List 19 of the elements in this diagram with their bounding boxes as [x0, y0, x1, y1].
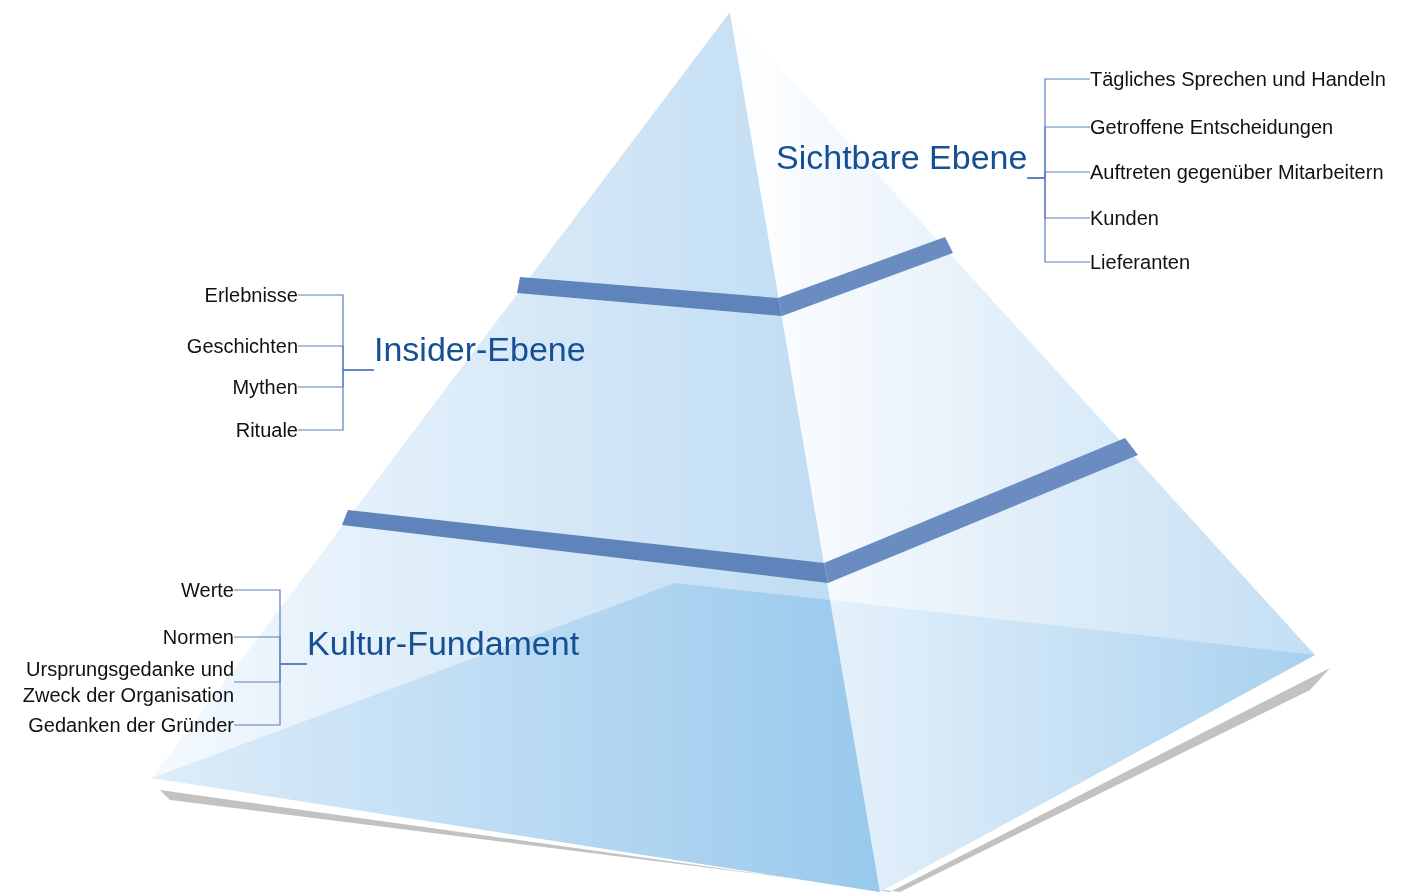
- item-label: Erlebnisse: [204, 282, 298, 308]
- item-label: Getroffene Entscheidungen: [1090, 114, 1334, 140]
- item-label: Gedanken der Gründer: [28, 712, 234, 738]
- level-title: Sichtbare Ebene: [776, 138, 1028, 178]
- leader-line: [297, 369, 375, 431]
- leader-line: [1026, 177, 1091, 263]
- level-title: Insider-Ebene: [374, 330, 586, 370]
- item-label: Werte: [181, 577, 234, 603]
- item-label: Geschichten: [186, 333, 298, 359]
- level-title: Kultur-Fundament: [307, 624, 580, 664]
- item-label: Normen: [162, 624, 234, 650]
- item-label: Kunden: [1090, 205, 1159, 231]
- item-label: Lieferanten: [1090, 249, 1191, 275]
- leader-line: [233, 663, 308, 726]
- item-label: Mythen: [232, 374, 298, 400]
- item-label: Rituale: [235, 417, 298, 443]
- item-label: Auftreten gegenüber Mitarbeitern: [1090, 159, 1384, 185]
- item-label: Ursprungsgedanke und Zweck der Organisation: [4, 656, 234, 708]
- item-label: Tägliches Sprechen und Handeln: [1090, 66, 1386, 92]
